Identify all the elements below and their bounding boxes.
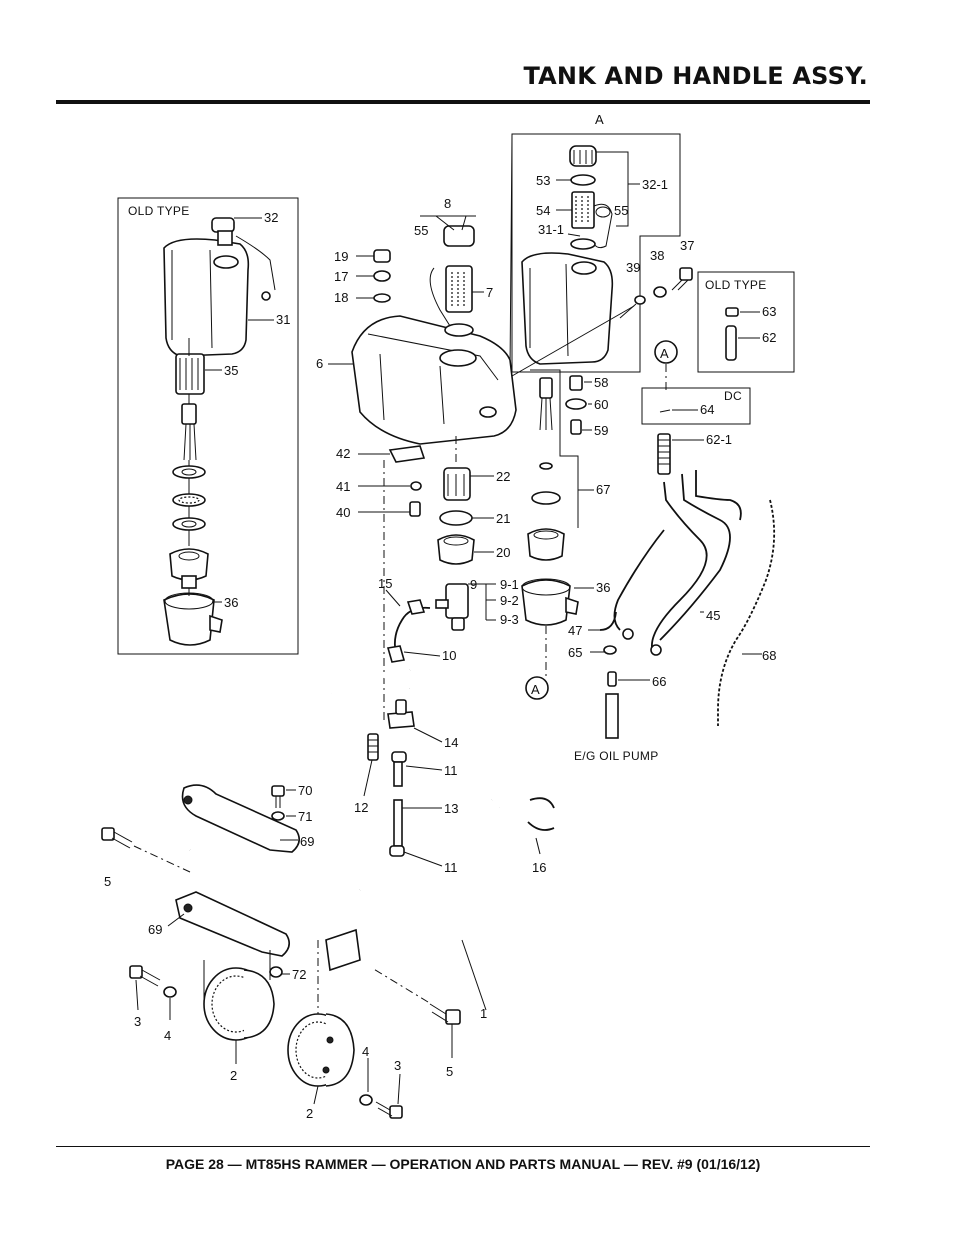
- callout-55-b: 55: [414, 223, 428, 238]
- eg-oil-pump-label: E/G OIL PUMP: [574, 749, 659, 763]
- callout-40: 40: [336, 505, 350, 520]
- callout-36-right: 36: [596, 580, 610, 595]
- callout-47: 47: [568, 623, 582, 638]
- handle-frame: 1: [153, 666, 557, 1021]
- small-parts-17-19: 19 17 18: [334, 249, 391, 305]
- callout-62-1: 62-1: [706, 432, 732, 447]
- callout-53: 53: [536, 173, 550, 188]
- callout-7: 7: [486, 285, 493, 300]
- callout-12: 12: [354, 800, 368, 815]
- callout-42: 42: [336, 446, 350, 461]
- left-bolt: 5: [101, 827, 191, 889]
- old-type-box-2: OLD TYPE 63 62: [697, 271, 795, 373]
- callout-38: 38: [650, 248, 664, 263]
- callout-31: 31: [276, 312, 290, 327]
- callout-13: 13: [444, 801, 458, 816]
- weights: 2 2 3 4 4 3 5: [129, 940, 461, 1121]
- valve-hose-parts: 14 12 11 13 11 16: [354, 699, 555, 875]
- bolts-37-39: 37 38 39: [511, 238, 694, 377]
- callout-9-3: 9-3: [500, 612, 519, 627]
- callout-4-a: 4: [164, 1028, 171, 1043]
- callout-72: 72: [292, 967, 306, 982]
- callout-31-1: 31-1: [538, 222, 564, 237]
- callout-41: 41: [336, 479, 350, 494]
- callout-9-1: 9-1: [500, 577, 519, 592]
- callout-18: 18: [334, 290, 348, 305]
- old-type-label: OLD TYPE: [128, 204, 190, 218]
- callout-3-a: 3: [134, 1014, 141, 1029]
- callout-71: 71: [298, 809, 312, 824]
- callout-9: 9: [470, 577, 477, 592]
- callout-20: 20: [496, 545, 510, 560]
- oil-pump-parts: 47 65 66 E/G OIL PUMP: [568, 611, 666, 763]
- callout-65: 65: [568, 645, 582, 660]
- callout-68: 68: [762, 648, 776, 663]
- callout-8: 8: [444, 196, 451, 211]
- callout-11-a: 11: [444, 763, 458, 778]
- detail-a-label: A: [595, 112, 604, 127]
- callout-6: 6: [316, 356, 323, 371]
- strainer-parts: 42 41 40 22 21 20: [336, 436, 510, 565]
- callout-2-b: 2: [306, 1106, 313, 1121]
- callout-22: 22: [496, 469, 510, 484]
- callout-32: 32: [264, 210, 278, 225]
- callout-67: 67: [596, 482, 610, 497]
- callout-17: 17: [334, 269, 348, 284]
- callout-64: 64: [700, 402, 714, 417]
- callout-69-b: 69: [148, 922, 162, 937]
- callout-60: 60: [594, 397, 608, 412]
- dc-cables: A DC 64 62-1 45 68: [613, 340, 776, 726]
- callout-5-left: 5: [104, 874, 111, 889]
- page-title: TANK AND HANDLE ASSY.: [523, 62, 868, 90]
- circle-a-2: A: [531, 682, 540, 697]
- title-rule: [56, 100, 870, 104]
- callout-62: 62: [762, 330, 776, 345]
- old-type-box: OLD TYPE 32 31: [117, 197, 299, 655]
- callout-35: 35: [224, 363, 238, 378]
- callout-4-b: 4: [362, 1044, 369, 1059]
- callout-11-b: 11: [444, 860, 458, 875]
- right-valve-parts: 58 60 59 67 36 A: [521, 369, 610, 700]
- lower-clamp: 69 72: [148, 891, 306, 982]
- callout-39: 39: [626, 260, 640, 275]
- callout-19: 19: [334, 249, 348, 264]
- callout-2-a: 2: [230, 1068, 237, 1083]
- dc-label: DC: [724, 389, 742, 403]
- callout-69-a: 69: [300, 834, 314, 849]
- callout-15: 15: [378, 576, 392, 591]
- callout-45: 45: [706, 608, 720, 623]
- upper-clamp: 70 71 69: [181, 783, 314, 853]
- page-footer: PAGE 28 — MT85HS RAMMER — OPERATION AND …: [165, 1156, 761, 1172]
- callout-3-b: 3: [394, 1058, 401, 1073]
- circle-a-1: A: [660, 346, 669, 361]
- callout-9-2: 9-2: [500, 593, 519, 608]
- callout-66: 66: [652, 674, 666, 689]
- callout-32-1: 32-1: [642, 177, 668, 192]
- callout-63: 63: [762, 304, 776, 319]
- main-tank: 6 8 7 55: [316, 196, 517, 445]
- callout-14: 14: [444, 735, 458, 750]
- footer-rule: [56, 1146, 870, 1147]
- callout-21: 21: [496, 511, 510, 526]
- callout-5-right: 5: [446, 1064, 453, 1079]
- callout-1: 1: [480, 1006, 487, 1021]
- callout-55-a: 55: [614, 203, 628, 218]
- callout-10: 10: [442, 648, 456, 663]
- callout-59: 59: [594, 423, 608, 438]
- detail-a-box: A 53 54 55 32-1 31-1: [509, 112, 681, 373]
- old-type-label-2: OLD TYPE: [705, 278, 767, 292]
- callout-37: 37: [680, 238, 694, 253]
- callout-36-old: 36: [224, 595, 238, 610]
- callout-16: 16: [532, 860, 546, 875]
- callout-58: 58: [594, 375, 608, 390]
- callout-70: 70: [298, 783, 312, 798]
- callout-54: 54: [536, 203, 550, 218]
